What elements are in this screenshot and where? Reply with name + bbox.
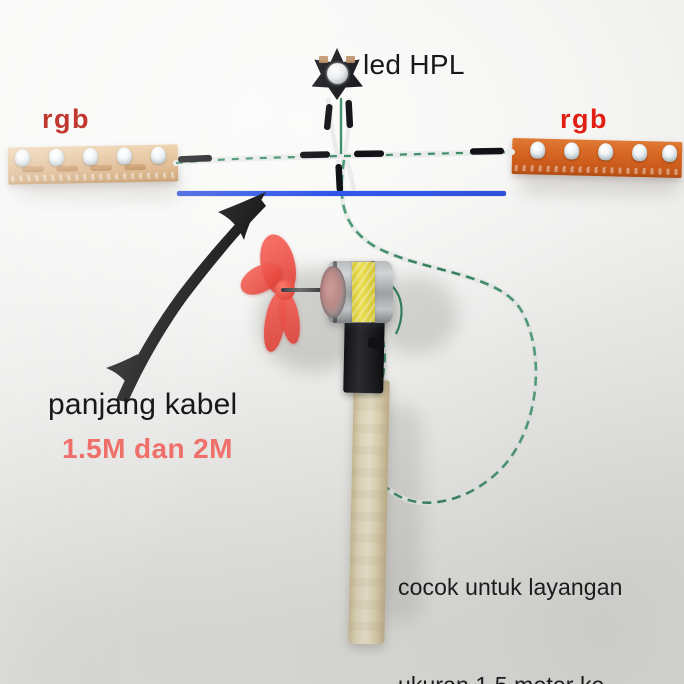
- black-tape-wrap: [343, 314, 385, 394]
- wire-junction-stub-a: [335, 159, 344, 193]
- led-bulb: [48, 148, 65, 166]
- handle-grain: [348, 379, 390, 645]
- wooden-handle: [348, 379, 390, 645]
- led-bulb: [597, 143, 614, 161]
- hpl-star-led: [310, 48, 364, 100]
- star-solder-pad: [319, 56, 328, 63]
- motor-yellow-tape: [352, 262, 375, 322]
- motor-front-face: [320, 266, 346, 318]
- note-kite-size: cocok untuk layangan ukuran 1.5 meter ke…: [398, 505, 623, 684]
- led-bulb: [82, 147, 99, 166]
- strip-left-solder: [124, 163, 147, 171]
- pointer-arrow: [106, 192, 266, 402]
- wire-right-green: [343, 150, 513, 158]
- strip-left-pad-row: [11, 172, 176, 182]
- led-bulb: [116, 147, 133, 165]
- strip-left-solder: [90, 164, 113, 172]
- strip-right-pad-row: [514, 164, 679, 175]
- label-cable: panjang kabel: [48, 388, 238, 421]
- heatshrink-sleeves: [177, 99, 505, 192]
- wire-left-green: [175, 154, 341, 165]
- led-bulb: [14, 149, 31, 167]
- wire-hpl-lead-a: [325, 97, 340, 155]
- wire-motor-tail: [391, 285, 403, 335]
- wire-junction-stub-b: [344, 159, 357, 191]
- wire-right-sheath: [341, 149, 515, 159]
- label-rgb-left: rgb: [42, 104, 90, 134]
- led-bulb: [529, 141, 546, 159]
- led-bulb: [563, 142, 580, 160]
- note-line-1: cocok untuk layangan: [398, 573, 623, 600]
- led-emitter-dome: [327, 63, 348, 84]
- led-bulb: [631, 143, 648, 162]
- wire-left-sheath: [173, 153, 343, 166]
- label-led-hpl: led HPL: [363, 49, 465, 80]
- strip-left-solder: [56, 165, 79, 172]
- label-rgb-right: rgb: [560, 104, 608, 134]
- wire-hpl-lead-c: [342, 97, 353, 155]
- star-solder-pad: [346, 56, 355, 63]
- note-line-2: ukuran 1.5 meter ke: [398, 669, 623, 684]
- led-bulb: [661, 144, 678, 162]
- led-bulb: [150, 146, 166, 164]
- strip-left-solder: [22, 165, 45, 173]
- led-strip-left: [7, 144, 179, 185]
- label-cable-lengths: 1.5M dan 2M: [62, 433, 233, 464]
- led-strip-right: [511, 137, 683, 179]
- tape-knot: [367, 336, 385, 351]
